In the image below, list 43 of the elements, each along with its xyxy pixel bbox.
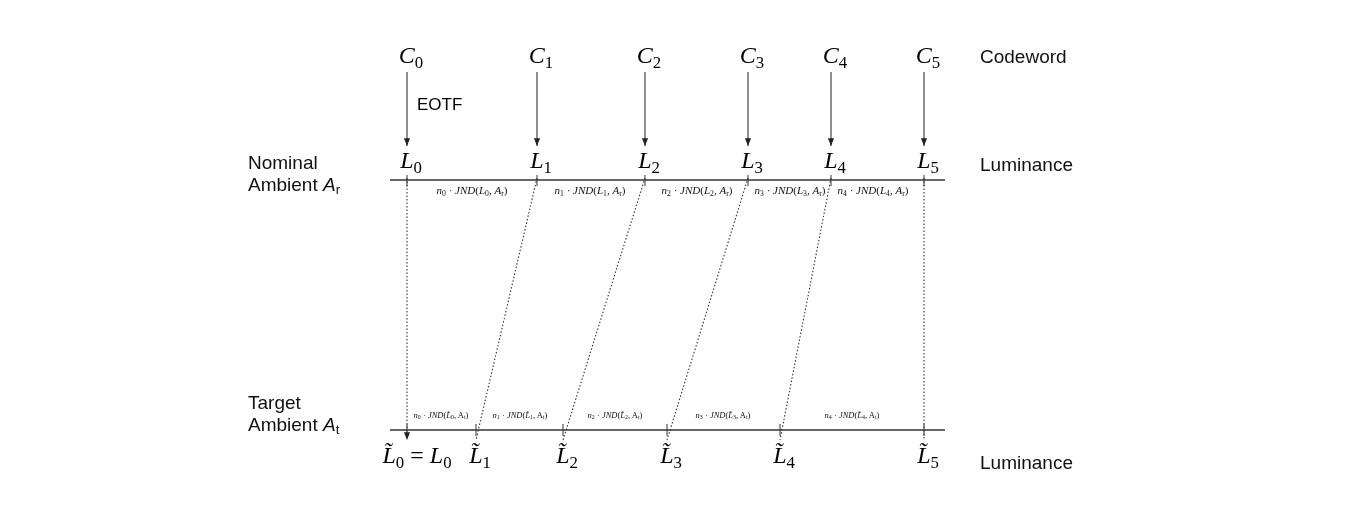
- math-label: C$_{0}$: [389, 42, 433, 72]
- axis-label: Target Ambient A$_{t}$: [248, 392, 341, 438]
- formula-label: n$_{3}$ · JND(L̃$_{3}$, A$_{t}$): [695, 411, 751, 422]
- formula-label: n$_{3}$ · JND(L$_{3}$, A$_{r}$): [754, 184, 826, 199]
- axis-label: Luminance: [980, 154, 1073, 176]
- dotted-connector: [562, 177, 646, 441]
- math-label: C$_{3}$: [730, 42, 774, 72]
- formula-label: n$_{2}$ · JND(L̃$_{2}$, A$_{t}$): [587, 411, 643, 422]
- arrow: [641, 71, 649, 147]
- axis-label: Nominal Ambient A$_{r}$: [248, 152, 342, 198]
- dotted-connector: [923, 177, 925, 441]
- dotted-connector: [666, 177, 749, 441]
- formula-label: n$_{1}$ · JND(L̃$_{1}$, A$_{t}$): [492, 411, 548, 422]
- dotted-connector: [475, 177, 538, 441]
- arrow: [403, 71, 411, 147]
- math-label: L̃$_{4}$: [762, 440, 806, 474]
- axis-label: Luminance: [980, 452, 1073, 474]
- math-label: C$_{2}$: [627, 42, 671, 72]
- math-label: C$_{5}$: [906, 42, 950, 72]
- math-label: L$_{0}$: [389, 146, 433, 178]
- dotted-connector: [779, 177, 832, 441]
- dotted-connector: [403, 177, 411, 441]
- math-label: L$_{3}$: [730, 146, 774, 178]
- arrow: [920, 71, 928, 147]
- formula-label: n$_{4}$ · JND(L$_{4}$, A$_{r}$): [837, 184, 909, 199]
- math-label: L̃$_{2}$: [545, 440, 589, 474]
- math-label: L$_{1}$: [519, 146, 563, 178]
- formula-label: n$_{2}$ · JND(L$_{2}$, A$_{r}$): [661, 184, 733, 199]
- math-label: L̃$_{3}$: [649, 440, 693, 474]
- math-label: C$_{1}$: [519, 42, 563, 72]
- formula-label: n$_{0}$ · JND(L̃$_{0}$, A$_{t}$): [413, 411, 469, 422]
- math-label: L$_{2}$: [627, 146, 671, 178]
- formula-label: n$_{0}$ · JND(L$_{0}$, A$_{r}$): [436, 184, 508, 199]
- formula-label: n$_{1}$ · JND(L$_{1}$, A$_{r}$): [554, 184, 626, 199]
- math-label: C$_{4}$: [813, 42, 857, 72]
- arrow: [827, 71, 835, 147]
- math-label: L$_{5}$: [906, 146, 950, 178]
- math-label: L̃$_{5}$: [906, 440, 950, 474]
- axis-label: Codeword: [980, 46, 1067, 68]
- arrow: [744, 71, 752, 147]
- arrow: [533, 71, 541, 147]
- formula-label: n$_{4}$ · JND(L̃$_{4}$, A$_{t}$): [824, 411, 880, 422]
- math-label: L$_{4}$: [813, 146, 857, 178]
